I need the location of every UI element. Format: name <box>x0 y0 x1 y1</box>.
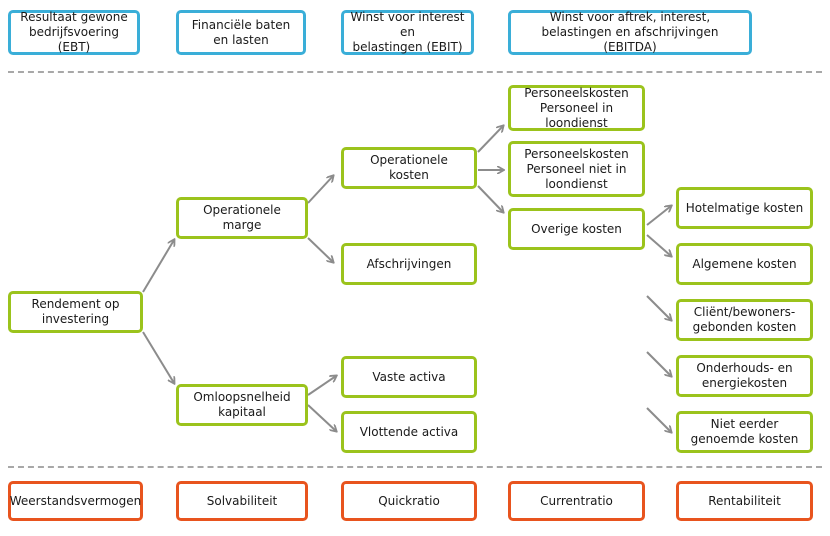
niet-eerder-kosten-label: Niet eerder genoemde kosten <box>690 417 799 446</box>
arrow-opkosten-to-overige <box>477 185 503 212</box>
afschrijvingen-label: Afschrijvingen <box>366 256 452 271</box>
financiele-baten-label: Financiële baten en lasten <box>191 17 291 47</box>
vlottende-activa-box: Vlottende activa <box>341 411 477 453</box>
bottom-divider <box>8 466 822 468</box>
rendement-label: Rendement op investering <box>31 297 120 326</box>
omloopsnelheid-label: Omloopsnelheid kapitaal <box>193 390 291 419</box>
ebit-label: Winst voor interest en belastingen (EBIT… <box>350 10 465 54</box>
currentratio-box: Currentratio <box>508 481 645 521</box>
top-divider <box>8 71 822 73</box>
afschrijvingen-box: Afschrijvingen <box>341 243 477 285</box>
quickratio-label: Quickratio <box>378 493 440 508</box>
weerstandsvermogen-box: Weerstandsvermogen <box>8 481 143 521</box>
arrow-to-onderhoud <box>646 351 671 376</box>
arrow-root-to-omloop <box>142 331 174 383</box>
personeel-loondienst-label: Personeelskosten Personeel in loondienst <box>524 85 629 130</box>
arrow-omloop-to-vlottende <box>307 404 336 431</box>
ebt-box: Resultaat gewone bedrijfsvoering (EBT) <box>8 10 140 55</box>
personeel-niet-loondienst-label: Personeelskosten Personeel niet in loond… <box>524 146 629 191</box>
personeel-loondienst-box: Personeelskosten Personeel in loondienst <box>508 85 645 131</box>
overige-kosten-box: Overige kosten <box>508 208 645 250</box>
vaste-activa-box: Vaste activa <box>341 356 477 398</box>
operationele-kosten-box: Operationele kosten <box>341 147 477 189</box>
arrow-marge-to-afschrijvingen <box>307 237 333 262</box>
financiele-baten-box: Financiële baten en lasten <box>176 10 306 55</box>
quickratio-box: Quickratio <box>341 481 477 521</box>
hotelmatige-kosten-box: Hotelmatige kosten <box>676 187 813 229</box>
ebit-box: Winst voor interest en belastingen (EBIT… <box>341 10 474 55</box>
arrow-to-client <box>646 295 671 320</box>
currentratio-label: Currentratio <box>540 493 613 508</box>
onderhoud-kosten-box: Onderhouds- en energiekosten <box>676 355 813 397</box>
client-kosten-box: Cliënt/bewoners- gebonden kosten <box>676 299 813 341</box>
vlottende-activa-label: Vlottende activa <box>359 424 459 439</box>
ebt-label: Resultaat gewone bedrijfsvoering (EBT) <box>20 10 128 54</box>
arrow-overige-to-hotelmatig <box>646 206 671 226</box>
ebitda-label: Winst voor aftrek, interest, belastingen… <box>541 10 719 54</box>
arrow-to-niet-eerder <box>646 407 671 432</box>
niet-eerder-kosten-box: Niet eerder genoemde kosten <box>676 411 813 453</box>
algemene-kosten-box: Algemene kosten <box>676 243 813 285</box>
overige-kosten-label: Overige kosten <box>531 221 622 236</box>
rendement-box: Rendement op investering <box>8 291 143 333</box>
arrow-omloop-to-vaste <box>307 376 336 396</box>
ebitda-box: Winst voor aftrek, interest, belastingen… <box>508 10 752 55</box>
operationele-marge-box: Operationele marge <box>176 197 308 239</box>
vaste-activa-label: Vaste activa <box>372 369 446 384</box>
arrow-marge-to-opkosten <box>307 176 333 204</box>
solvabiliteit-label: Solvabiliteit <box>206 493 278 508</box>
rentabiliteit-label: Rentabiliteit <box>708 493 781 508</box>
operationele-marge-label: Operationele marge <box>203 203 281 232</box>
hotelmatige-kosten-label: Hotelmatige kosten <box>685 200 804 215</box>
weerstandsvermogen-label: Weerstandsvermogen <box>9 493 142 508</box>
client-kosten-label: Cliënt/bewoners- gebonden kosten <box>692 305 797 334</box>
arrow-opkosten-to-loondienst <box>477 126 503 153</box>
arrow-overige-to-algemeen <box>646 234 671 256</box>
onderhoud-kosten-label: Onderhouds- en energiekosten <box>696 361 793 390</box>
algemene-kosten-label: Algemene kosten <box>692 256 797 271</box>
rentabiliteit-box: Rentabiliteit <box>676 481 813 521</box>
operationele-kosten-label: Operationele kosten <box>370 153 448 182</box>
omloopsnelheid-box: Omloopsnelheid kapitaal <box>176 384 308 426</box>
personeel-niet-loondienst-box: Personeelskosten Personeel niet in loond… <box>508 141 645 197</box>
arrow-root-to-marge <box>142 240 174 293</box>
solvabiliteit-box: Solvabiliteit <box>176 481 308 521</box>
